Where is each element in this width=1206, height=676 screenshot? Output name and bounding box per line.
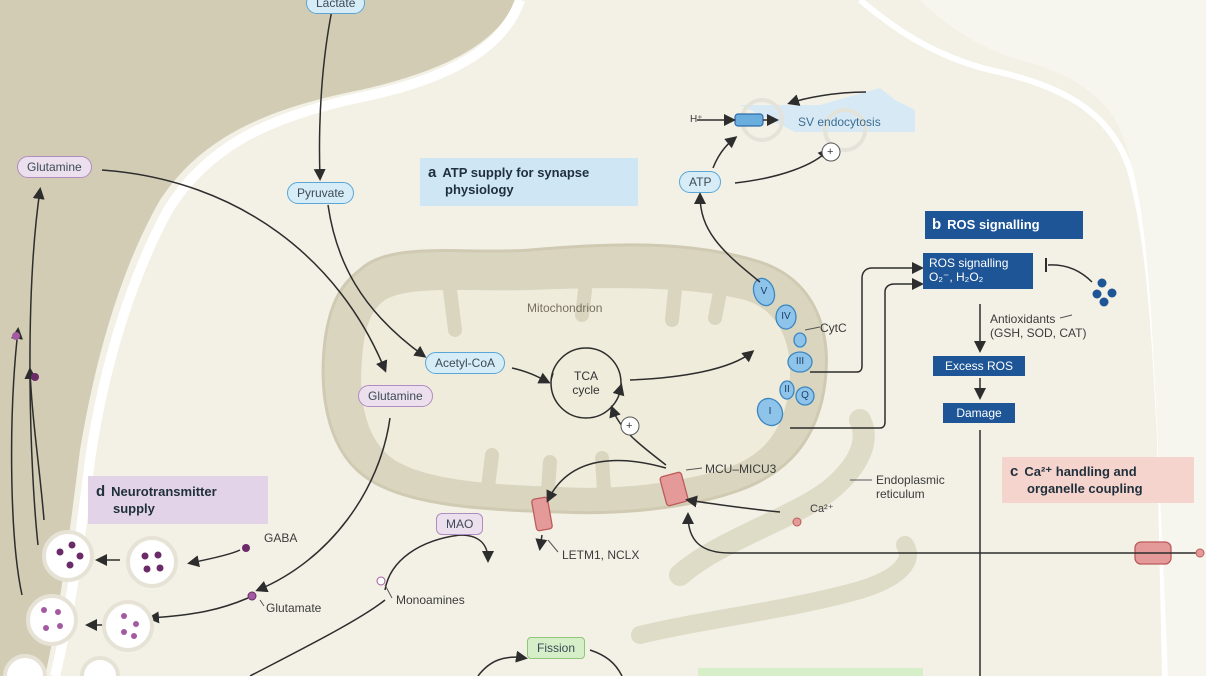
h-plus-label: H⁺ [690, 114, 703, 125]
tca-plus-sign: + [626, 420, 633, 432]
coenzyme-q-label: Q [801, 390, 809, 401]
panel-a-bg [420, 158, 638, 206]
monoamines-label: Monoamines [396, 593, 465, 607]
ca-label: Ca²⁺ [810, 503, 834, 515]
damage-box: Damage [943, 403, 1015, 423]
mao-node: MAO [436, 513, 484, 535]
astrocyte-cell [0, 0, 515, 676]
acetyl-coa-node: Acetyl-CoA [425, 352, 506, 374]
letm1-nclx-label: LETM1, NCLX [562, 548, 640, 562]
complex-iv-label: IV [781, 311, 791, 322]
panel-d-bg [88, 476, 268, 524]
atp-plus-sign: + [827, 146, 834, 158]
complex-ii-label: II [784, 384, 790, 395]
pathway-arrows [10, 9, 1200, 676]
antioxidant-inhibition [1047, 264, 1093, 283]
antioxidants-label: Antioxidants(GSH, SOD, CAT) [990, 312, 1087, 340]
glutamine-astrocyte-node: Glutamine [17, 156, 92, 178]
glutamine-neuron-node: Glutamine [358, 385, 433, 407]
endoplasmic-reticulum-shape [669, 409, 875, 586]
neuron-membrane [50, 0, 525, 676]
gaba-label: GABA [264, 531, 298, 545]
etc-complexes [752, 277, 815, 427]
panel-b-bg [925, 211, 1083, 239]
excess-ros-box: Excess ROS [933, 356, 1025, 376]
lactate-node: Lactate [306, 0, 366, 14]
complex-iii-label: III [795, 356, 805, 367]
synaptic-vesicles [3, 530, 178, 676]
antioxidant-molecules [1092, 278, 1117, 307]
complex-i-label: I [768, 406, 772, 417]
fission-node: Fission [527, 637, 586, 659]
mitochondrion-label: Mitochondrion [527, 301, 603, 315]
pyruvate-node: Pyruvate [287, 182, 355, 204]
cytc-label: CytC [820, 321, 847, 335]
atp-node: ATP [679, 171, 722, 193]
sv-endocytosis-label: SV endocytosis [798, 115, 881, 129]
panel-c-bg [1002, 457, 1194, 503]
complex-v-label: V [760, 286, 768, 297]
mcu-micu3-label: MCU–MICU3 [705, 462, 777, 476]
glutamate-label: Glutamate [266, 601, 322, 615]
